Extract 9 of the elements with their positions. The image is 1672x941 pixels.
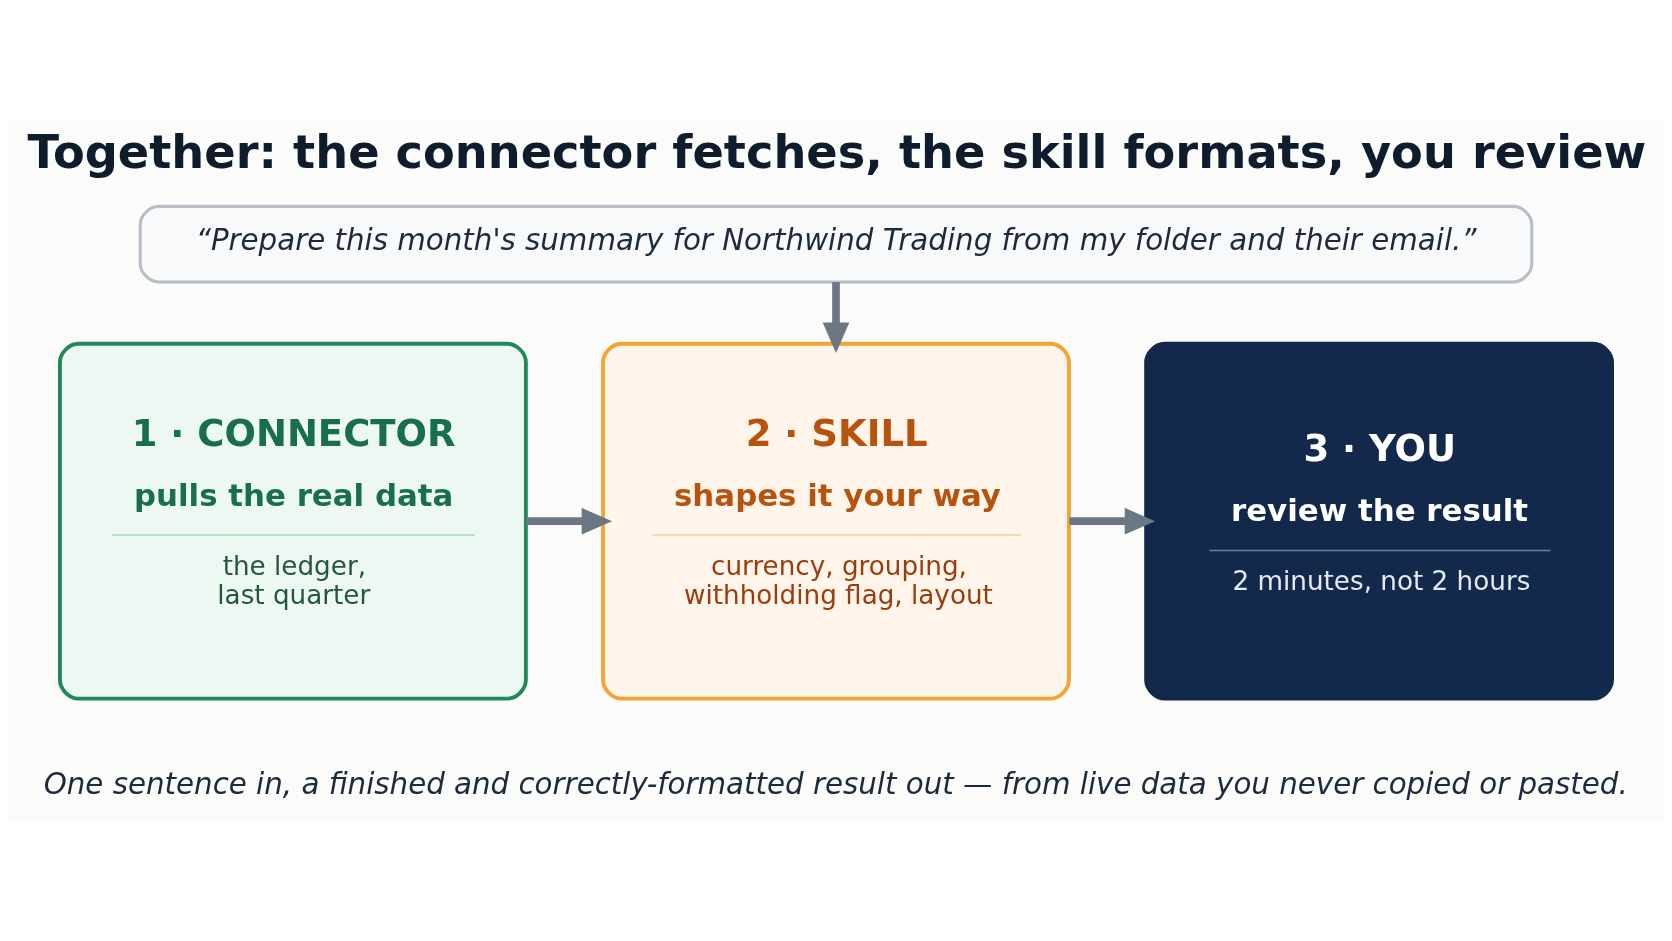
diagram-title: Together: the connector fetches, the skill formats, you review bbox=[27, 124, 1647, 179]
node-box: 2 · SKILL shapes it your way currency, grouping, withholding flag, layout bbox=[601, 341, 1071, 700]
arrow bbox=[1069, 507, 1156, 534]
node-box: 1 · CONNECTOR pulls the real data the ledger, last quarter bbox=[58, 341, 528, 700]
node-box: “Prepare this month's summary for Northwind Trading from my folder and their email.” bbox=[138, 204, 1534, 284]
arrow bbox=[526, 507, 613, 534]
caption: One sentence in, a finished and correctly-formatted result out — from live data you never copied or pasted. bbox=[43, 766, 1628, 801]
node-box: 3 · YOU review the result 2 minutes, not 2 hours bbox=[1144, 341, 1614, 700]
arrow bbox=[822, 281, 850, 353]
